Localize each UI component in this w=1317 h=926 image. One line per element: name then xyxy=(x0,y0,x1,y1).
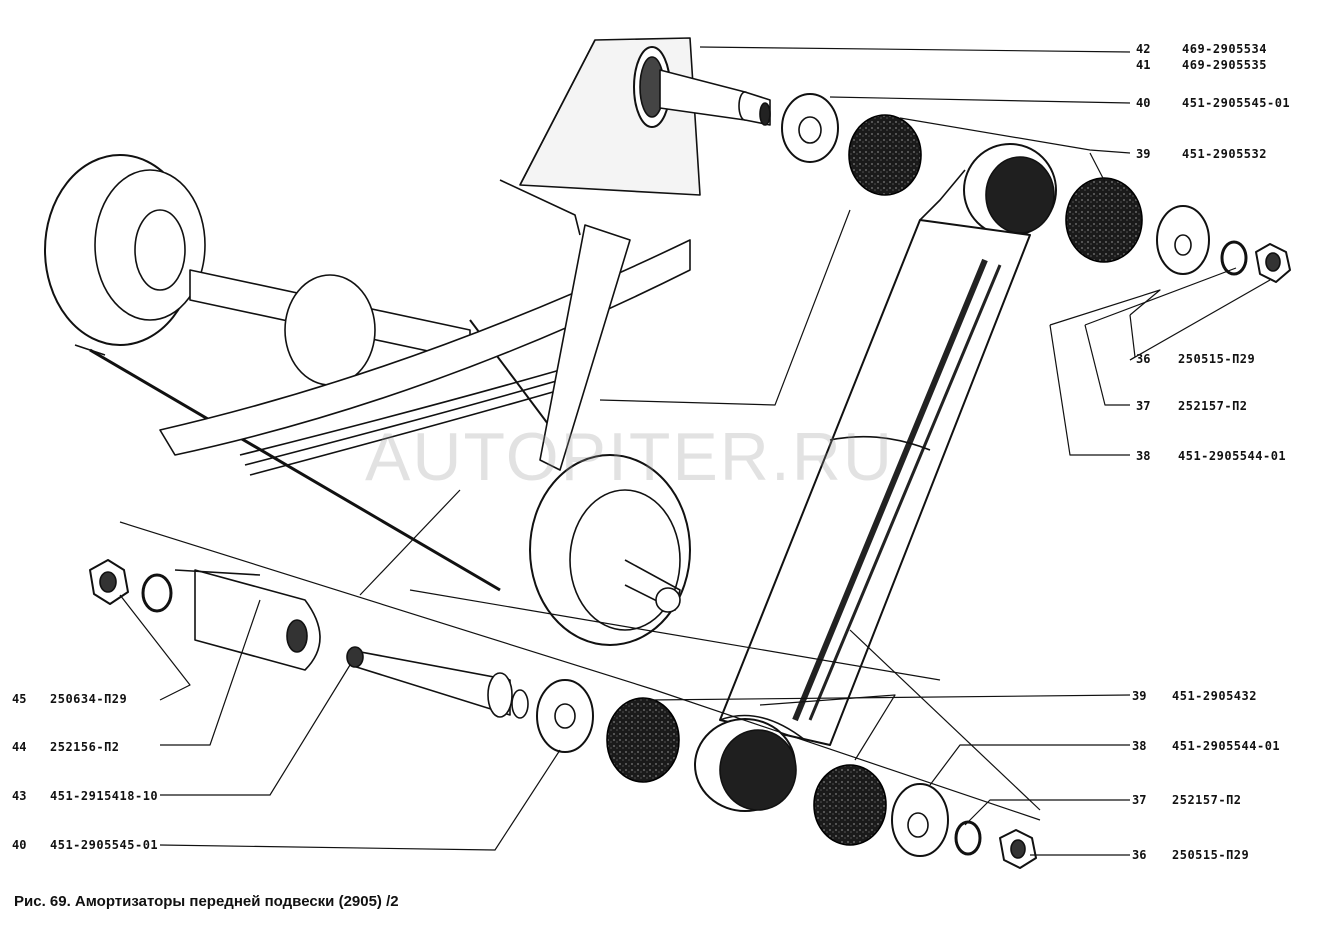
callout-part: 451-2915418-10 xyxy=(50,789,159,803)
upper-pin xyxy=(633,46,771,128)
callout-num: 37 xyxy=(1132,793,1147,807)
lower-spring-washer-44 xyxy=(141,573,173,613)
top-spring-washer-37 xyxy=(1220,240,1248,276)
frame-bracket xyxy=(499,37,701,236)
callout-part: 451-2905544-01 xyxy=(1178,449,1287,463)
lower-bracket xyxy=(174,569,321,671)
callout-part: 250515-П29 xyxy=(1172,848,1250,862)
callout-num: 45 xyxy=(12,692,27,706)
callout-part: 250515-П29 xyxy=(1178,352,1256,366)
callout-num: 40 xyxy=(12,838,27,852)
callout-part: 252157-П2 xyxy=(1172,793,1242,807)
top-bushings xyxy=(848,114,1143,263)
lower-nut-45 xyxy=(89,559,129,605)
callout-num: 38 xyxy=(1136,449,1151,463)
top-washer xyxy=(781,93,839,163)
callout-part: 451-2905544-01 xyxy=(1172,739,1281,753)
watermark: AUTOPITER.RU xyxy=(365,419,895,495)
callout-part: 451-2905432 xyxy=(1172,689,1257,703)
top-washer-38 xyxy=(1156,205,1210,275)
callout-part: 451-2905532 xyxy=(1182,147,1267,161)
callout-num: 42 xyxy=(1136,42,1151,56)
callout-num: 44 xyxy=(12,740,27,754)
figure-caption: Рис. 69. Амортизаторы передней подвески … xyxy=(14,893,399,910)
bottom-washer-40 xyxy=(536,679,594,753)
bottom-washer-38 xyxy=(891,783,949,857)
bottom-bushings xyxy=(606,697,887,846)
leader-lines xyxy=(119,46,1271,856)
callout-part: 250634-П29 xyxy=(50,692,128,706)
callout-num: 39 xyxy=(1132,689,1147,703)
lower-pin-43 xyxy=(346,646,529,719)
top-nut-36 xyxy=(1255,243,1291,283)
callout-num: 38 xyxy=(1132,739,1147,753)
callout-num: 41 xyxy=(1136,58,1151,72)
callout-num: 43 xyxy=(12,789,27,803)
callout-part: 451-2905545-01 xyxy=(1182,96,1291,110)
callout-num: 39 xyxy=(1136,147,1151,161)
shock-absorber xyxy=(694,143,1057,812)
callout-part: 252156-П2 xyxy=(50,740,120,754)
bottom-nut-36 xyxy=(999,829,1037,869)
callout-num: 36 xyxy=(1132,848,1147,862)
callout-num: 36 xyxy=(1136,352,1151,366)
callout-part: 451-2905545-01 xyxy=(50,838,159,852)
axle-assembly xyxy=(44,154,691,646)
callout-num: 40 xyxy=(1136,96,1151,110)
callout-part: 469-2905534 xyxy=(1182,42,1267,56)
callout-part: 469-2905535 xyxy=(1182,58,1267,72)
bottom-spring-washer-37 xyxy=(954,820,982,856)
callout-num: 37 xyxy=(1136,399,1151,413)
callout-part: 252157-П2 xyxy=(1178,399,1248,413)
